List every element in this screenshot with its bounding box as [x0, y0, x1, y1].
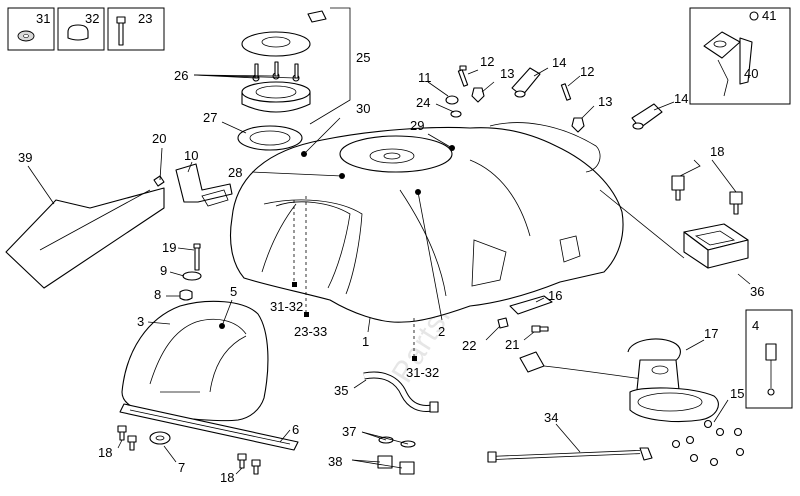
box-cap: 32 [57, 7, 105, 51]
callout-6: 6 [292, 422, 299, 437]
callout-16: 16 [548, 288, 562, 303]
fuel-tank [229, 122, 624, 323]
box-sensor: 4 [745, 309, 793, 409]
box-lock-assembly: 41 40 [689, 7, 791, 105]
callout-23: 23 [138, 11, 152, 26]
callout-35: 35 [334, 383, 348, 398]
callout-5: 5 [230, 284, 237, 299]
filler-cap-assembly [241, 10, 327, 113]
callout-15: 15 [730, 386, 744, 401]
callout-29: 29 [410, 118, 424, 133]
callout-18-top: 18 [710, 144, 724, 159]
callout-20: 20 [152, 131, 166, 146]
callout-18-bottom-middle: 18 [220, 470, 234, 485]
callout-13-left: 13 [500, 66, 514, 81]
fittings [377, 436, 416, 475]
callout-7: 7 [178, 460, 185, 475]
callout-36: 36 [750, 284, 764, 299]
grommet [149, 431, 171, 445]
callout-12-right: 12 [580, 64, 594, 79]
callout-40: 40 [744, 66, 758, 81]
mount-bracket [497, 295, 553, 333]
callout-13-right: 13 [598, 94, 612, 109]
callout-41: 41 [762, 8, 776, 23]
fuel-pump [519, 338, 719, 423]
box-screw: 23 [107, 7, 165, 51]
trim-strip [119, 403, 299, 451]
screws-bottom-left [117, 425, 261, 475]
callout-25: 25 [356, 50, 370, 65]
callout-10: 10 [184, 148, 198, 163]
callout-21: 21 [505, 337, 519, 352]
callout-12-left: 12 [480, 54, 494, 69]
callout-22: 22 [462, 338, 476, 353]
callout-4: 4 [752, 318, 759, 333]
breather-hose [363, 371, 439, 413]
callout-32: 32 [85, 11, 99, 26]
callout-2: 2 [438, 324, 445, 339]
callout-17: 17 [704, 326, 718, 341]
callout-37: 37 [342, 424, 356, 439]
callout-3: 3 [137, 314, 144, 329]
callout-30: 30 [356, 101, 370, 116]
bracket-left [153, 163, 233, 207]
callout-19: 19 [162, 240, 176, 255]
callout-18-bottom-left: 18 [98, 445, 112, 460]
callout-8: 8 [154, 287, 161, 302]
ecu-unit [671, 175, 749, 269]
callout-26: 26 [174, 68, 188, 83]
callout-11: 11 [418, 70, 432, 85]
callout-39: 39 [18, 150, 32, 165]
pump-screws [671, 419, 745, 467]
callout-1: 1 [362, 334, 369, 349]
callout-14-right: 14 [674, 91, 688, 106]
callout-14-top: 14 [552, 55, 566, 70]
screw-group-left [445, 65, 663, 133]
callout-27: 27 [203, 110, 217, 125]
heat-shield-mat [5, 187, 165, 289]
callout-34: 34 [544, 410, 558, 425]
callout-31-32-left: 31-32 [270, 299, 303, 314]
callout-24: 24 [416, 95, 430, 110]
callout-28: 28 [228, 165, 242, 180]
gasket [237, 125, 303, 151]
small-fasteners [179, 243, 202, 301]
fuel-line [487, 447, 653, 463]
callout-31: 31 [36, 11, 50, 26]
box-washer: 31 [7, 7, 55, 51]
callout-38: 38 [328, 454, 342, 469]
callout-9: 9 [160, 263, 167, 278]
callout-31-32-bottom: 31-32 [406, 365, 439, 380]
callout-23-33: 23-33 [294, 324, 327, 339]
